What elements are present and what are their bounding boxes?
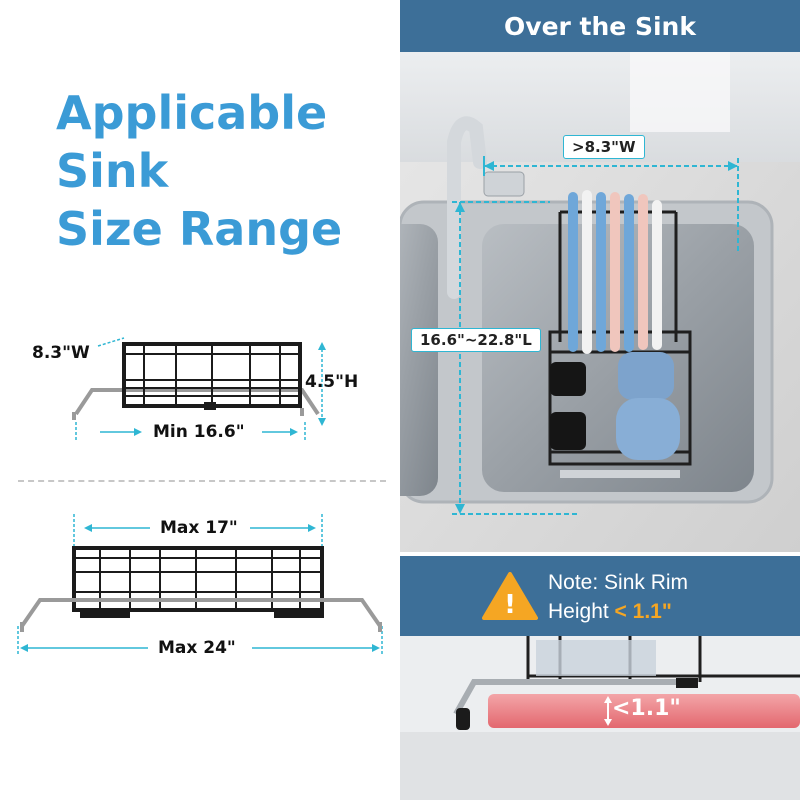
warning-icon: ! [482,572,538,620]
section-divider [18,480,386,482]
note-text: Note: Sink Rim Height < 1.1" [548,568,688,626]
headline-line-3: Size Range [56,202,343,256]
note-line-2: Height < 1.1" [548,597,688,626]
left-panel: Applicable Sink Size Range [17,84,386,658]
rim-photo [400,636,800,800]
min-rack-diagram [72,337,326,442]
headline: Applicable Sink Size Range [56,84,342,258]
left-basin [400,224,438,496]
plates [568,190,662,354]
rim-highlight [488,694,800,728]
min-rack-rail [74,388,320,416]
faucet [447,116,487,299]
min-height-label: 4.5"H [305,372,359,392]
max-rack-rail [20,598,382,628]
headline-line-2: Sink [56,144,169,198]
rim-rail [453,679,686,716]
width-tag: >8.3"W [563,135,645,159]
svg-text:!: ! [504,590,516,620]
note-line-2-prefix: Height [548,600,615,623]
max-bottom-label: Max 24" [158,638,236,658]
note-line-1: Note: Sink Rim [548,571,689,594]
length-tag: 16.6"~22.8"L [411,328,541,352]
sink-photo [400,52,800,552]
right-panel: Over the Sink [400,0,800,800]
note-rim-value: < 1.1" [614,600,672,623]
min-length-label: Min 16.6" [153,422,245,442]
headline-line-1: Applicable [56,86,328,140]
max-rack-diagram [17,514,383,656]
rim-height-label: <1.1" [612,696,681,721]
over-sink-banner: Over the Sink [400,0,800,52]
max-top-label: Max 17" [160,518,238,538]
note-banner [400,556,800,636]
max-rack-basket [72,546,324,612]
min-width-label: 8.3"W [32,343,90,363]
